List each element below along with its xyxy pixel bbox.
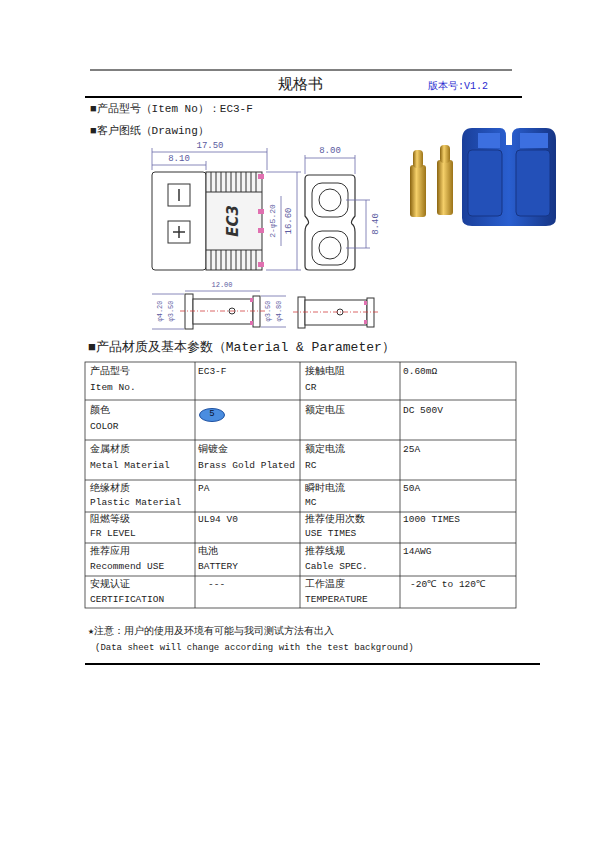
table-cell-text: CR [305, 382, 316, 393]
table-cell-text: 额定电压 [305, 405, 345, 416]
table-cell-text: TEMPERATURE [305, 594, 368, 605]
section-heading: ■客户图纸（Drawing） [90, 125, 209, 138]
dimension-label: 12.00 [211, 281, 232, 289]
color-swatch-oval: 5 [199, 408, 225, 422]
table-cell-text: 推荐应用 [90, 546, 130, 557]
table-cell-text: 额定电流 [305, 444, 345, 455]
dimension-label: φ3.50 [264, 300, 272, 321]
dimension-label: 8.40 [371, 213, 382, 235]
table-cell-text: Metal Material [90, 460, 170, 471]
table-cell-text: 安规认证 [90, 579, 130, 590]
table-cell-text: 25A [403, 444, 420, 455]
table-cell-text: RC [305, 460, 316, 471]
table-cell-text: 工作温度 [305, 579, 345, 590]
dimension-label: φ4.80 [275, 300, 283, 321]
table-cell-text: -20℃ to 120℃ [410, 579, 485, 590]
document-title: 规格书 [278, 75, 323, 93]
table-cell-text: DC 500V [403, 405, 443, 416]
table-cell-text: 绝缘材质 [90, 483, 130, 494]
table-cell-text: 颜色 [90, 405, 110, 416]
table-cell-text: FR LEVEL [90, 528, 136, 539]
table-cell-text: Plastic Material [90, 497, 181, 508]
table-cell-text: 1000 TIMES [403, 514, 460, 525]
section-heading: ■产品材质及基本参数（Material & Parameter） [88, 340, 395, 356]
table-cell-text: 产品型号 [90, 366, 130, 377]
section-heading: ■产品型号（Item No）：EC3-F [90, 103, 253, 116]
table-cell-text: PA [198, 483, 209, 494]
swatch-text: 5 [199, 409, 225, 420]
table-cell-text: 铜镀金 [198, 444, 228, 455]
dimension-label: 8.10 [168, 154, 190, 165]
oval-shape [200, 409, 225, 422]
table-cell-text: Cable SPEC. [305, 561, 368, 572]
dimension-label: φ3.50 [167, 300, 175, 321]
table-cell-text: 50A [403, 483, 420, 494]
dimension-label: 8.00 [319, 146, 341, 157]
table-cell-text: BATTERY [198, 561, 238, 572]
table-cell-text: 0.60mΩ [403, 366, 437, 377]
table-cell-text: USE TIMES [305, 528, 356, 539]
table-cell-text: 金属材质 [90, 444, 130, 455]
note-text: (Data sheet will change according with t… [95, 643, 414, 654]
note-text: ★注意：用户的使用及环境有可能与我司测试方法有出入 [88, 626, 334, 638]
table-cell-text: Recommend USE [90, 561, 164, 572]
dimension-label: φ4.20 [156, 300, 164, 321]
table-cell-text: 推荐线规 [305, 546, 345, 557]
table-cell-text: 推荐使用次数 [305, 514, 365, 525]
table-cell-text: EC3-F [198, 366, 227, 377]
dimension-label: 17.50 [196, 141, 223, 152]
housing-marking: EC3 [224, 205, 242, 237]
table-cell-text: Item No. [90, 382, 136, 393]
table-cell-text: 14AWG [403, 546, 432, 557]
version-label: 版本号:V1.2 [428, 81, 488, 93]
table-cell-text: 接触电阻 [305, 366, 345, 377]
dimension-label: 2-φ5.20 [268, 204, 278, 238]
table-cell-text: 阻燃等级 [90, 514, 130, 525]
table-cell-text: CERTIFICATION [90, 594, 164, 605]
table-cell-text: Brass Gold Plated [198, 460, 295, 471]
table-cell-text: 瞬时电流 [305, 483, 345, 494]
dimension-label: 16.60 [284, 207, 295, 234]
table-cell-text: 电池 [198, 546, 218, 557]
table-cell-text: --- [208, 579, 225, 590]
table-cell-text: MC [305, 497, 316, 508]
table-cell-text: COLOR [90, 421, 119, 432]
table-cell-text: UL94 V0 [198, 514, 238, 525]
